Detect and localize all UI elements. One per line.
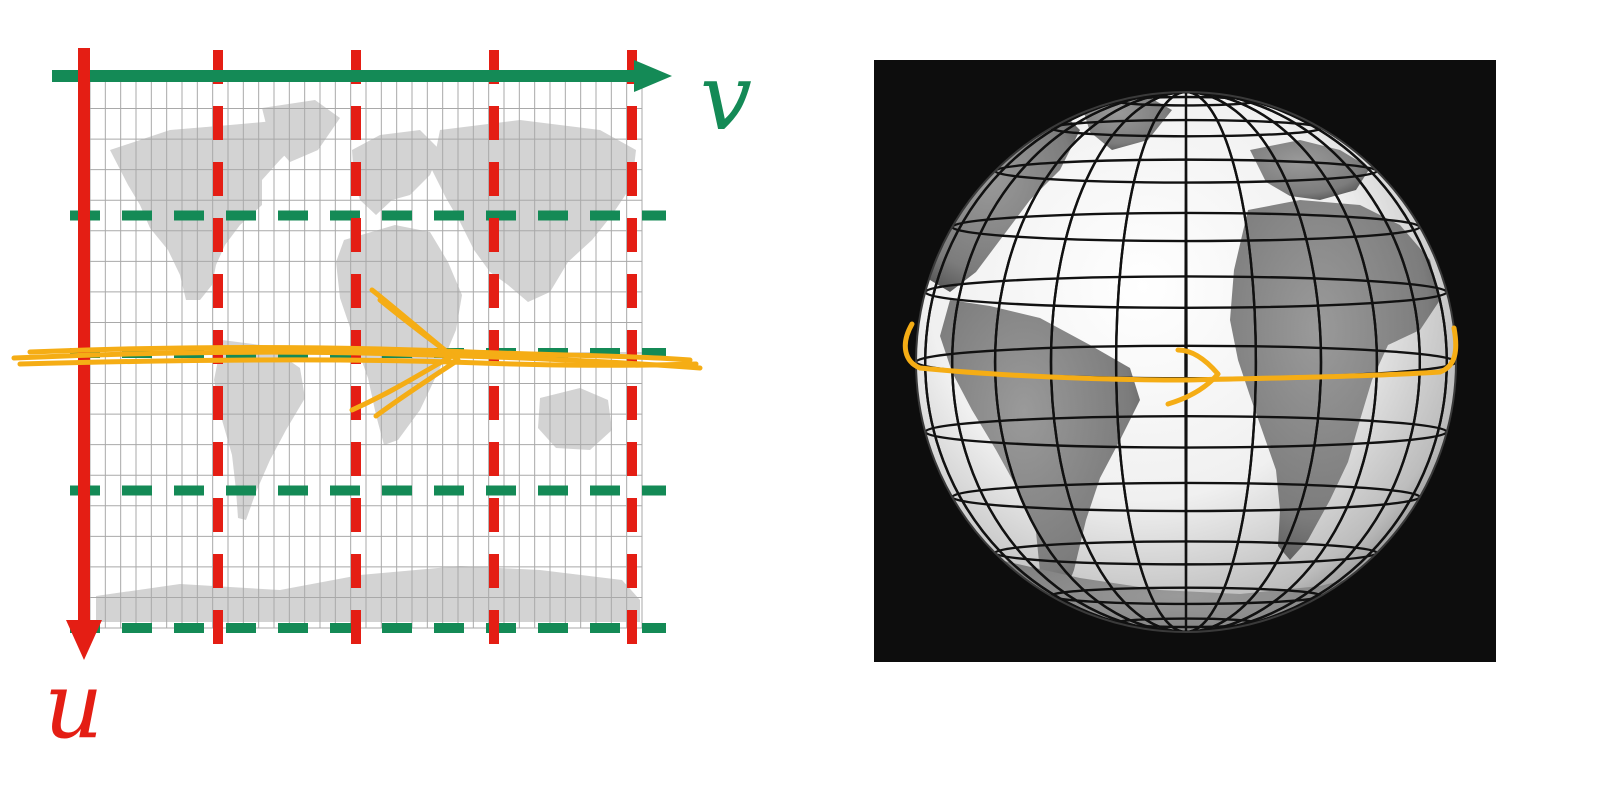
globe-annotation-stroke <box>902 321 1459 407</box>
v-axis-arrow <box>52 60 672 92</box>
globe-meridian <box>1049 92 1323 632</box>
uv-continent-africa <box>336 225 462 445</box>
uv-continent-north-america <box>110 120 300 300</box>
uv-annotation-stroke <box>11 287 703 419</box>
globe-meridian <box>950 92 1422 632</box>
globe-outline <box>915 91 1457 633</box>
arrow-right-icon <box>1165 347 1221 407</box>
uv-continent-europe <box>352 130 440 215</box>
v-axis-label: v <box>700 44 752 151</box>
globe-meridian <box>1114 92 1258 632</box>
globe-meridian <box>1184 92 1188 632</box>
uv-continent-australia <box>538 388 612 450</box>
globe-meridian <box>993 92 1379 632</box>
globe-continent-europe <box>1250 140 1370 200</box>
v-axis-arrowhead <box>634 60 672 92</box>
globe-meridian <box>924 92 1448 632</box>
u-axis-label: u <box>44 652 104 759</box>
u-axis-arrow <box>66 48 102 660</box>
uv-continent-asia <box>432 120 636 302</box>
globe-continent-africa <box>1230 200 1440 560</box>
u-axis-arrowhead <box>66 620 102 660</box>
